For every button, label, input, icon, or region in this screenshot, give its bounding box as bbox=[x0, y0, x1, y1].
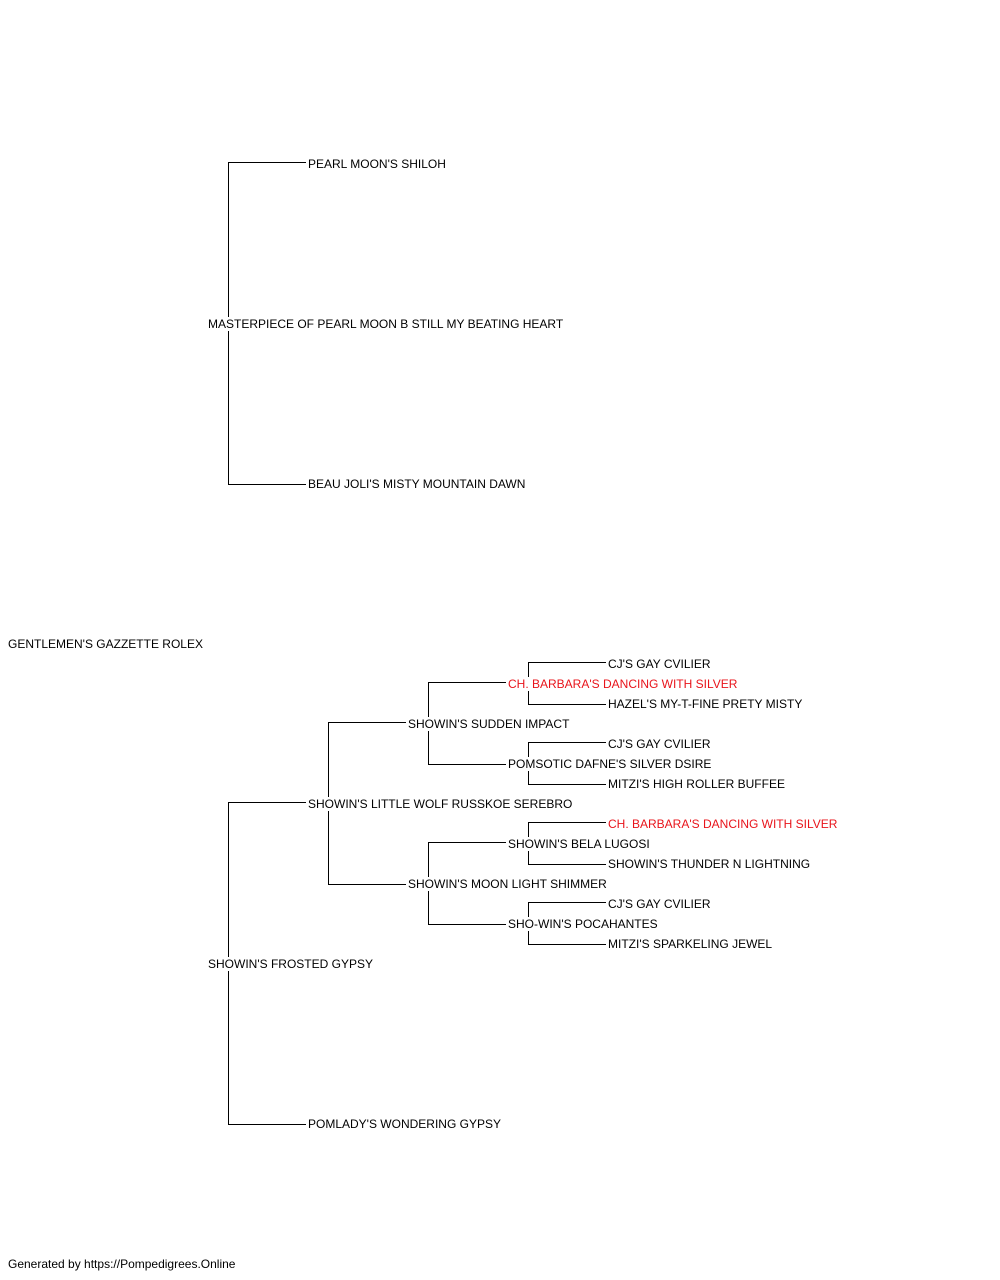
dam-name: SHOWIN'S FROSTED GYPSY bbox=[208, 957, 373, 971]
ancestor-name: MITZI'S HIGH ROLLER BUFFEE bbox=[608, 777, 785, 791]
ancestor-name: MITZI'S SPARKELING JEWEL bbox=[608, 937, 773, 951]
ancestor-name: SHOWIN'S BELA LUGOSI bbox=[508, 837, 650, 851]
sire-sire-name: PEARL MOON'S SHILOH bbox=[308, 157, 446, 171]
dam-sire-sire-name: SHOWIN'S SUDDEN IMPACT bbox=[408, 717, 570, 731]
ancestor-name: HAZEL'S MY-T-FINE PRETY MISTY bbox=[608, 697, 803, 711]
ancestor-name: SHOWIN'S THUNDER N LIGHTNING bbox=[608, 857, 811, 871]
ancestor-name: CJ'S GAY CVILIER bbox=[608, 657, 711, 671]
dam-sire-dam-name: SHOWIN'S MOON LIGHT SHIMMER bbox=[408, 877, 607, 891]
generated-by-footer: Generated by https://Pompedigrees.Online bbox=[8, 1257, 236, 1271]
ancestor-name: POMSOTIC DAFNE'S SILVER DSIRE bbox=[508, 757, 712, 771]
subject-name: GENTLEMEN'S GAZZETTE ROLEX bbox=[8, 637, 203, 651]
highlighted-ancestor-name: CH. BARBARA'S DANCING WITH SILVER bbox=[608, 817, 838, 831]
dam-sire-name: SHOWIN'S LITTLE WOLF RUSSKOE SEREBRO bbox=[308, 797, 573, 811]
ancestor-name: SHO-WIN'S POCAHANTES bbox=[508, 917, 658, 931]
highlighted-ancestor-name: CH. BARBARA'S DANCING WITH SILVER bbox=[508, 677, 738, 691]
ancestor-name: CJ'S GAY CVILIER bbox=[608, 897, 711, 911]
sire-name: MASTERPIECE OF PEARL MOON B STILL MY BEA… bbox=[208, 317, 564, 331]
sire-dam-name: BEAU JOLI'S MISTY MOUNTAIN DAWN bbox=[308, 477, 526, 491]
ancestor-name: CJ'S GAY CVILIER bbox=[608, 737, 711, 751]
dam-dam-name: POMLADY'S WONDERING GYPSY bbox=[308, 1117, 501, 1131]
